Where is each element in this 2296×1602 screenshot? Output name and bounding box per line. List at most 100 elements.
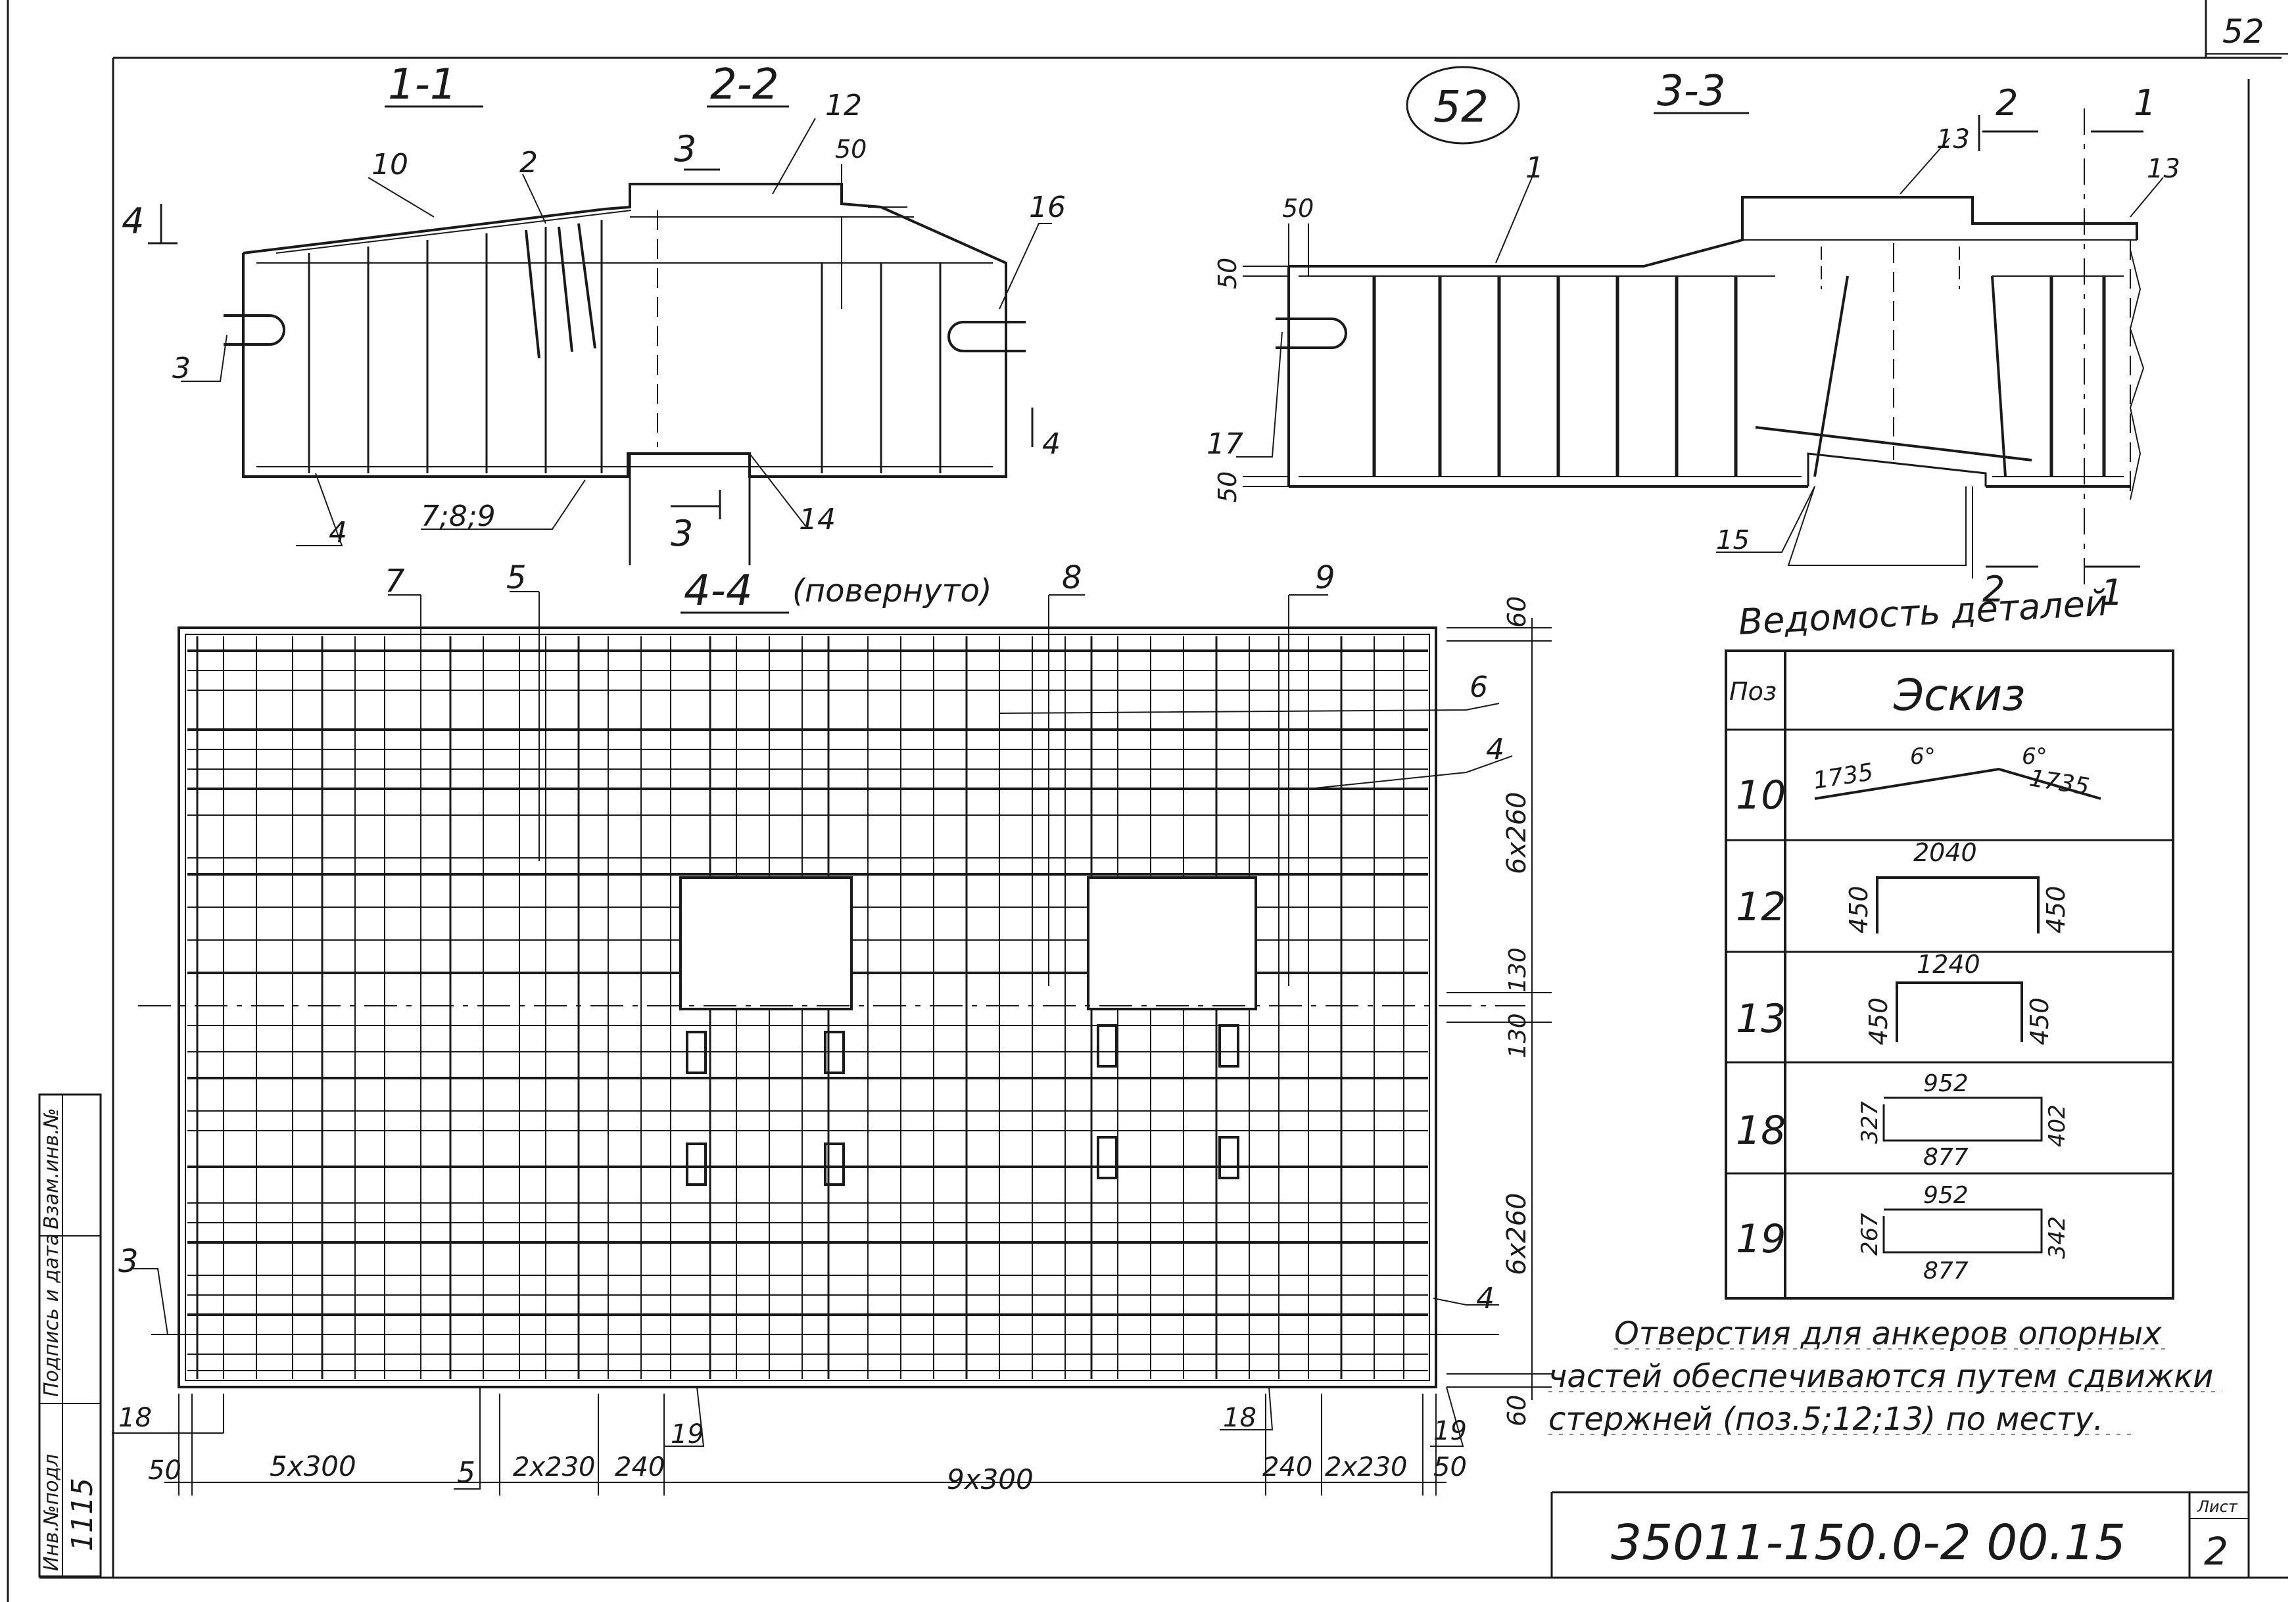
cut-mark-1-top: 1	[2134, 82, 2156, 124]
detail-19-top: 952	[1923, 1182, 1969, 1209]
callout-4: 4	[329, 516, 347, 550]
section-title-3-3: 3-3	[1657, 67, 1726, 116]
section-4-4-note: (повернуто)	[792, 573, 992, 609]
dim-bottom-50-left: 50	[148, 1455, 181, 1486]
callout-4-right: 4	[1042, 427, 1061, 461]
bottom-dimensions: 50 5x300 2x230 240 9x300 240 2x230 50	[148, 1394, 1467, 1496]
dim-bottom-2x230-right: 2x230	[1325, 1452, 1407, 1482]
section-1-1-2-2: 1-1 2-2	[122, 60, 1066, 565]
detail-10-len-right: 1735	[2028, 765, 2092, 801]
cut-mark-2-top: 2	[1996, 82, 2018, 124]
sheet-num: 2	[2204, 1529, 2228, 1574]
callout-1-3-3: 1	[1525, 151, 1544, 185]
stamp-inv-number: 1115	[66, 1478, 99, 1551]
section-3-3: 3-3	[1207, 67, 2180, 613]
dim-bottom-240-right: 240	[1262, 1452, 1312, 1482]
dim-right-130-b: 130	[1504, 1013, 1531, 1058]
pos-12: 12	[1736, 884, 1786, 930]
detail-18-right: 402	[2044, 1104, 2070, 1147]
callout-15: 15	[1716, 525, 1750, 555]
col-header-sketch: Эскиз	[1893, 670, 2025, 720]
callout-4-plan-bottom: 4	[1476, 1282, 1495, 1315]
callout-50-top: 50	[835, 135, 867, 164]
callout-7-plan: 7	[385, 563, 405, 600]
detail-13-right-leg: 450	[2025, 997, 2054, 1045]
title-block: 35011-150.0-2 00.15 Лист 2	[1550, 1491, 2249, 1578]
stamp-original-inv: Инв.№подл	[40, 1454, 63, 1571]
detail-19-left: 267	[1857, 1213, 1883, 1256]
dim-right-60-bottom: 60	[1502, 1395, 1531, 1426]
dim-bottom-2x230-left: 2x230	[513, 1452, 595, 1482]
dim-bottom-50-right: 50	[1433, 1452, 1467, 1482]
section-title-1-1: 1-1	[388, 60, 457, 109]
callout-18-plan-right: 18	[1223, 1403, 1256, 1433]
side-stamp: Взам.инв.№ Подпись и дата Инв.№подл 1115	[38, 1093, 102, 1578]
dim-bottom-240-left: 240	[615, 1452, 665, 1482]
detail-18-left: 327	[1857, 1101, 1883, 1144]
horizontal-bars	[187, 649, 1428, 1371]
detail-18-top: 952	[1923, 1070, 1969, 1097]
callout-10: 10	[371, 148, 408, 181]
callout-19-plan-left: 19	[671, 1419, 704, 1449]
detail-12-width: 2040	[1913, 838, 1977, 867]
callout-6-plan: 6	[1470, 671, 1488, 704]
dim-bottom-5x300: 5x300	[270, 1450, 356, 1482]
callout-12: 12	[825, 89, 862, 122]
callout-14: 14	[799, 503, 836, 536]
callout-8-plan: 8	[1062, 559, 1082, 596]
detail-18-bottom: 877	[1923, 1144, 1969, 1171]
note-line-2: частей обеспечиваются путем сдвижки	[1548, 1358, 2213, 1395]
callout-4-plan-top: 4	[1486, 733, 1504, 766]
detail-19-bottom: 877	[1923, 1258, 1969, 1284]
detail-10-angle-left: 6°	[1910, 743, 1936, 770]
callout-9-plan: 9	[1315, 559, 1335, 596]
circled-stamp: 52	[1406, 66, 1520, 145]
detail-13-width: 1240	[1917, 950, 1980, 979]
section-4-4-plan: 4-4 (повернуто)	[112, 559, 1552, 1496]
dim-50-left: 50	[1213, 258, 1242, 289]
anchor-slots	[686, 1024, 1239, 1186]
stirrups-3-3	[1372, 276, 2106, 477]
callout-3-top: 3	[674, 128, 696, 170]
opening-right	[1087, 876, 1257, 1010]
dim-50-top: 50	[1282, 194, 1314, 223]
detail-10-angle-right: 6°	[2022, 743, 2047, 770]
dim-right-60-top: 60	[1502, 596, 1531, 628]
pos-13: 13	[1736, 996, 1786, 1042]
callout-13-top: 13	[1936, 124, 1970, 154]
callout-3-bottom: 3	[671, 513, 693, 554]
sheet-frame	[7, 0, 2288, 1602]
stirrups-1-1	[256, 220, 993, 473]
details-table: Ведомость деталей Поз Эскиз 10 1735 6° 6…	[1725, 582, 2174, 1300]
callout-7-8-9: 7;8;9	[421, 500, 496, 533]
callout-19-plan-right: 19	[1433, 1416, 1467, 1446]
section-title-4-4: 4-4	[684, 567, 753, 615]
stamp-replaced-inv: Взам.инв.№	[40, 1108, 63, 1229]
detail-13-left-leg: 450	[1864, 997, 1893, 1045]
dim-right-6x260-top: 6x260	[1502, 792, 1532, 874]
pos-10: 10	[1736, 772, 1786, 818]
callout-18-plan-left: 18	[118, 1403, 152, 1433]
right-dimensions: 60 6x260 130 130 6x260 60	[1447, 596, 1552, 1426]
pos-18: 18	[1736, 1108, 1786, 1154]
document-code: 35011-150.0-2 00.15	[1611, 1515, 2126, 1571]
dim-bottom-9x300: 9x300	[947, 1463, 1034, 1496]
detail-19-right: 342	[2044, 1216, 2070, 1259]
callout-17: 17	[1207, 427, 1243, 461]
callout-5-plan: 5	[506, 559, 527, 596]
callout-16: 16	[1029, 191, 1066, 224]
detail-12-right-leg: 450	[2042, 885, 2070, 933]
circled-stamp-number: 52	[1433, 82, 1489, 132]
dim-right-130-a: 130	[1504, 947, 1531, 993]
details-title: Ведомость деталей	[1737, 582, 2109, 643]
general-note: Отверстия для анкеров опорных частей обе…	[1548, 1315, 2222, 1438]
sheet-number: 52	[2222, 12, 2264, 51]
sheet-label: Лист	[2197, 1497, 2238, 1516]
section-title-2-2: 2-2	[710, 60, 779, 109]
note-line-3: стержней (поз.5;12;13) по месту.	[1548, 1401, 2103, 1438]
stamp-signature-date: Подпись и дата	[40, 1234, 63, 1398]
callout-3-plan: 3	[118, 1243, 139, 1280]
callout-2: 2	[519, 146, 538, 179]
opening-left	[679, 876, 853, 1010]
